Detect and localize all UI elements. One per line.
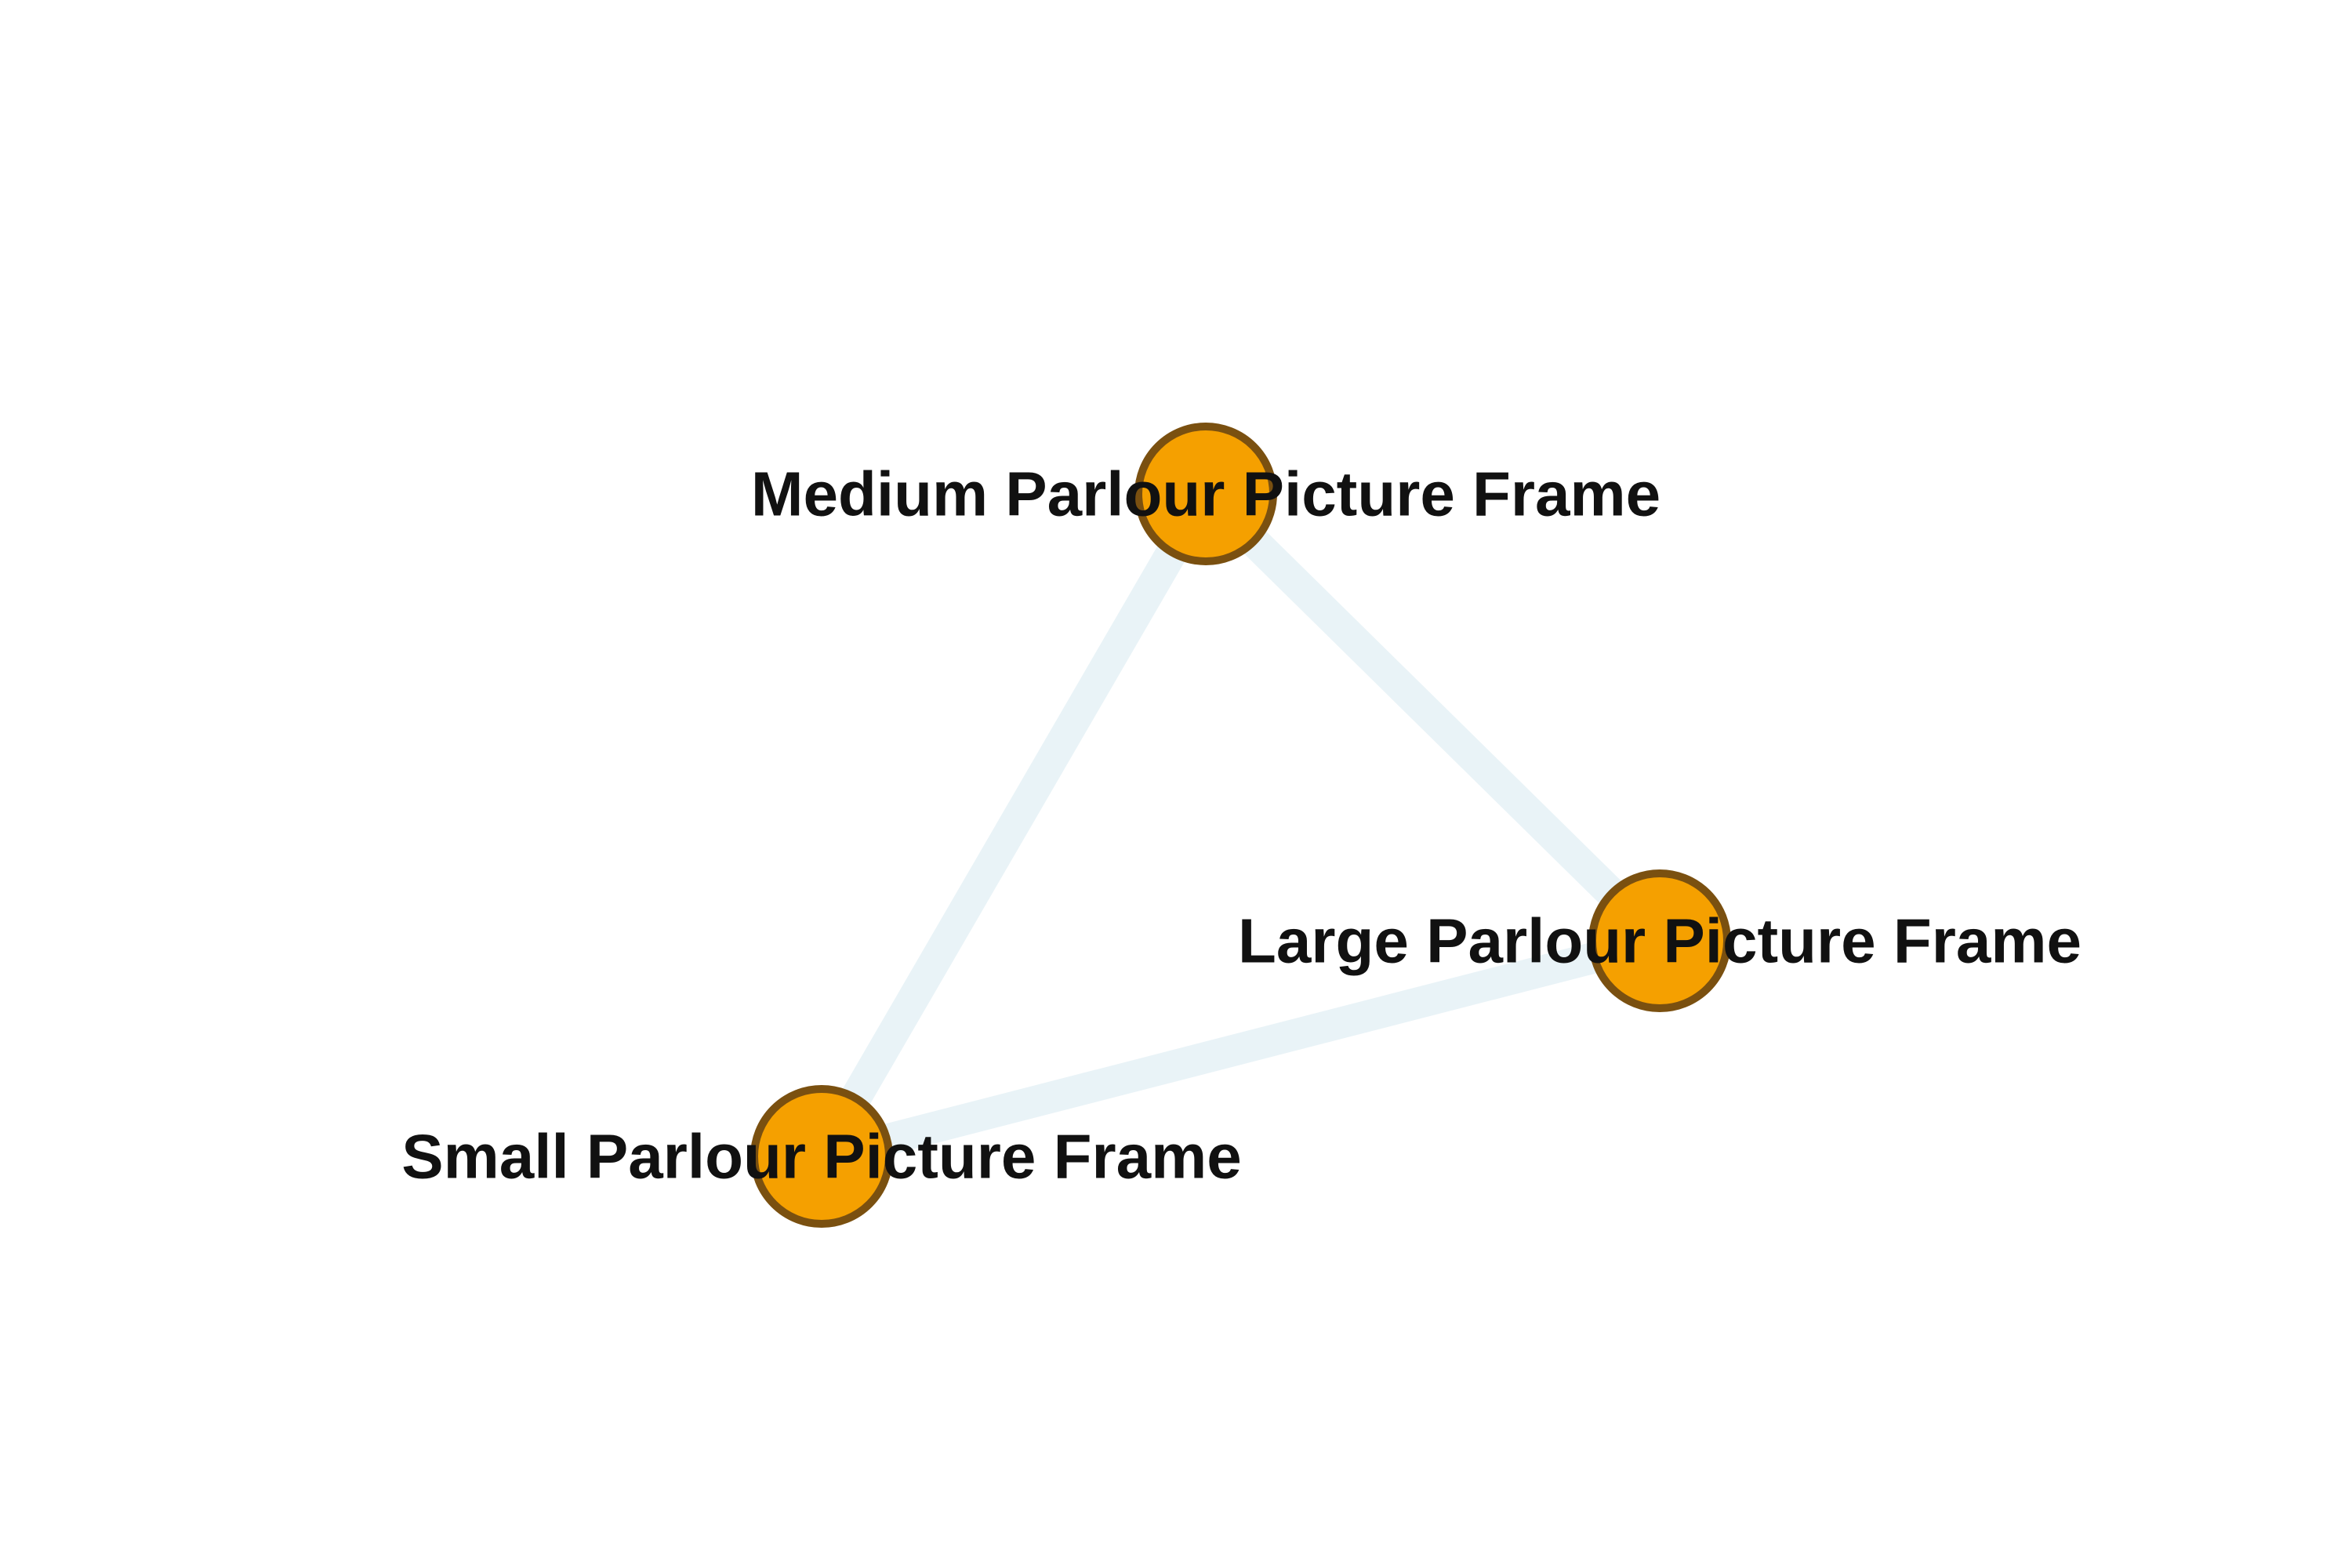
node-layer [750, 423, 1731, 1228]
edge-medium-large [1190, 478, 1675, 956]
edge-layer [806, 478, 1675, 1172]
node-label-large: Large Parlour Picture Frame [1238, 906, 2082, 976]
node-label-small: Small Parlour Picture Frame [401, 1122, 1242, 1192]
edge-medium-small [806, 478, 1221, 1172]
node-small[interactable] [750, 1085, 893, 1228]
node-label-medium: Medium Parlour Picture Frame [751, 459, 1661, 529]
edge-small-large [806, 925, 1675, 1172]
node-medium[interactable] [1134, 423, 1277, 565]
node-large[interactable] [1588, 869, 1731, 1012]
